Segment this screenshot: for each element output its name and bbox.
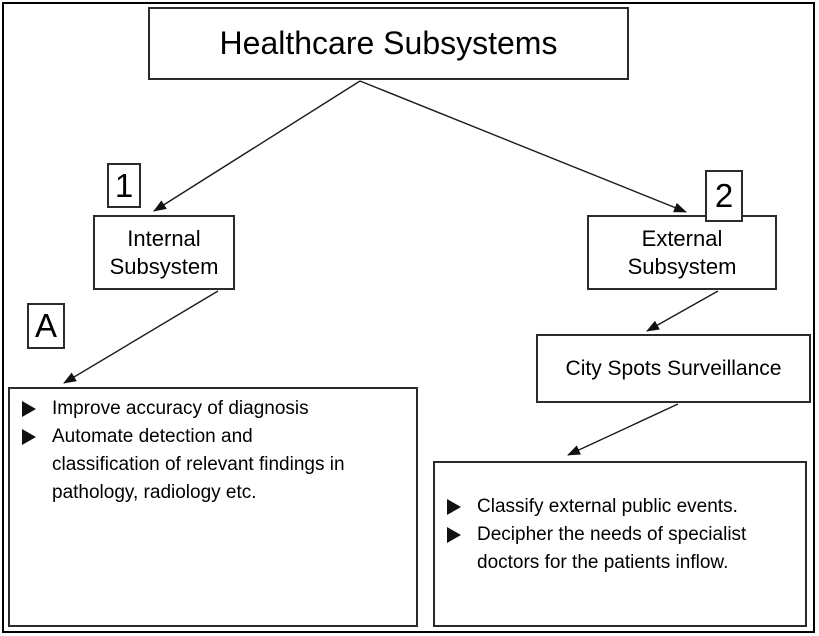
internal-goal-2: Automate detection and classification of… <box>52 426 345 503</box>
list-item: Improve accuracy of diagnosis <box>22 395 408 423</box>
list-item: Decipher the needs of specialist doctors… <box>447 521 797 577</box>
external-goal-2: Decipher the needs of specialist doctors… <box>477 524 747 573</box>
list-item: Automate detection and classification of… <box>22 423 408 507</box>
marker-a-label: A <box>34 307 57 344</box>
city-spots-surveillance-label: City Spots Surveillance <box>565 356 782 380</box>
marker-2-label: 2 <box>714 177 734 214</box>
diagram-title: Healthcare Subsystems <box>219 25 558 61</box>
internal-goal-1: Improve accuracy of diagnosis <box>52 398 309 419</box>
external-goals-box: Classify external public events. Deciphe… <box>433 461 807 627</box>
triangle-bullet-icon <box>22 401 36 417</box>
internal-subsystem-box: Internal Subsystem <box>93 215 235 290</box>
triangle-bullet-icon <box>447 527 461 543</box>
internal-goals-box: Improve accuracy of diagnosis Automate d… <box>8 387 418 627</box>
marker-a-box: A <box>27 303 65 349</box>
marker-2-box: 2 <box>705 170 743 222</box>
healthcare-subsystems-box: Healthcare Subsystems <box>148 7 629 80</box>
internal-subsystem-line2: Subsystem <box>109 253 219 279</box>
triangle-bullet-icon <box>447 499 461 515</box>
external-subsystem-line2: Subsystem <box>627 253 737 279</box>
marker-1-box: 1 <box>107 163 141 208</box>
triangle-bullet-icon <box>22 429 36 445</box>
internal-subsystem-line1: Internal <box>127 225 201 251</box>
external-goal-1: Classify external public events. <box>477 496 738 517</box>
marker-1-label: 1 <box>114 166 134 204</box>
list-item: Classify external public events. <box>447 493 797 521</box>
city-spots-surveillance-box: City Spots Surveillance <box>536 334 811 403</box>
external-subsystem-line1: External <box>641 225 723 251</box>
external-subsystem-box: External Subsystem <box>587 215 777 290</box>
